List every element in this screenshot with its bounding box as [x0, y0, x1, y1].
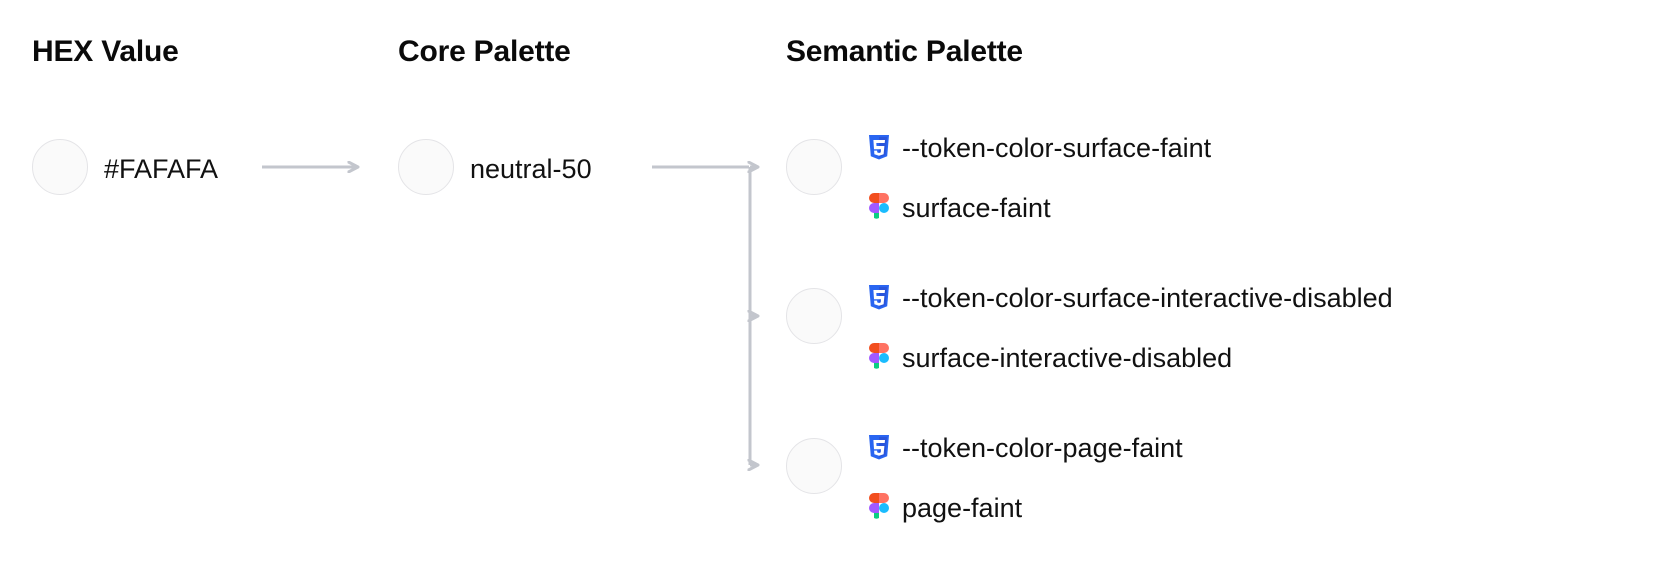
color-swatch-semantic-page-faint [786, 438, 842, 494]
css-token-name: --token-color-surface-faint [902, 133, 1212, 163]
figma-token-name: surface-interactive-disabled [902, 343, 1233, 373]
token-row-figma: page-faint [866, 478, 1656, 538]
semantic-token-group-surface-interactive-disabled: --token-color-surface-interactive-disabl… [866, 268, 1656, 388]
css-token-name: --token-color-page-faint [902, 433, 1183, 463]
token-row-css: --token-color-surface-interactive-disabl… [866, 268, 1656, 328]
semantic-token-group-page-faint: --token-color-page-faint page-faint [866, 418, 1656, 538]
token-row-css: --token-color-page-faint [866, 418, 1656, 478]
color-swatch-semantic-surface-interactive-disabled [786, 288, 842, 344]
css3-icon [866, 283, 892, 313]
column-heading-core-palette: Core Palette [398, 35, 571, 68]
token-row-figma: surface-interactive-disabled [866, 328, 1656, 388]
column-heading-hex-value: HEX Value [32, 35, 179, 68]
column-heading-semantic-palette: Semantic Palette [786, 35, 1023, 68]
css3-icon [866, 433, 892, 463]
hex-value-label: #FAFAFA [104, 154, 219, 184]
figma-icon [866, 343, 892, 373]
css3-icon [866, 133, 892, 163]
color-swatch-semantic-surface-faint [786, 139, 842, 195]
figma-icon [866, 493, 892, 523]
color-swatch-core [398, 139, 454, 195]
arrow-core-to-semantic-branch [652, 167, 758, 465]
token-row-figma: surface-faint [866, 178, 1656, 238]
semantic-token-group-surface-faint: --token-color-surface-faint surface-fain… [866, 118, 1656, 238]
figma-token-name: surface-faint [902, 193, 1051, 223]
core-palette-label: neutral-50 [470, 154, 592, 184]
figma-icon [866, 193, 892, 223]
color-swatch-hex [32, 139, 88, 195]
token-row-css: --token-color-surface-faint [866, 118, 1656, 178]
figma-token-name: page-faint [902, 493, 1023, 523]
css-token-name: --token-color-surface-interactive-disabl… [902, 283, 1393, 313]
